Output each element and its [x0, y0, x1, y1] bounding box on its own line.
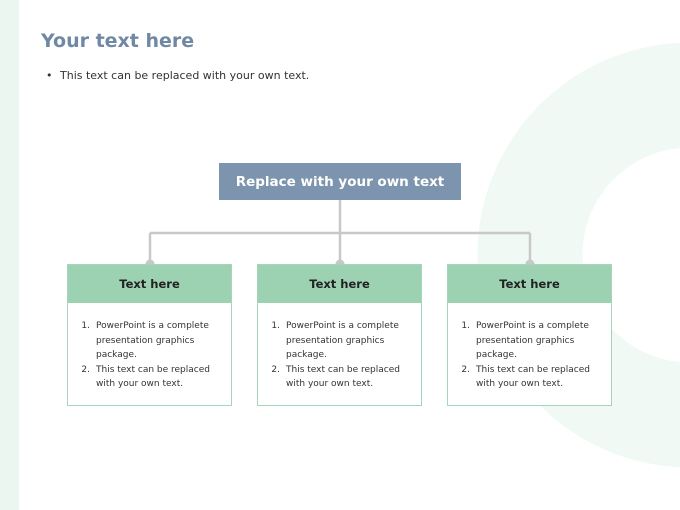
card-center: Text here 1. PowerPoint is a complete pr… [257, 264, 422, 406]
list-text: PowerPoint is a complete presentation gr… [476, 321, 589, 360]
card-header: Text here [68, 265, 231, 303]
list-item: 1. PowerPoint is a complete presentation… [76, 319, 223, 363]
list-number: 2. [461, 364, 470, 375]
list-item: 2. This text can be replaced with your o… [456, 363, 603, 392]
card-body: 1. PowerPoint is a complete presentation… [68, 303, 231, 392]
card-left: Text here 1. PowerPoint is a complete pr… [67, 264, 232, 406]
list-text: PowerPoint is a complete presentation gr… [96, 321, 209, 360]
list-text: PowerPoint is a complete presentation gr… [286, 321, 399, 360]
card-heading: Text here [499, 277, 560, 291]
left-accent-strip [0, 0, 19, 510]
card-right: Text here 1. PowerPoint is a complete pr… [447, 264, 612, 406]
bullet-dot: • [46, 69, 53, 82]
top-node-label: Replace with your own text [235, 173, 445, 190]
card-heading: Text here [119, 277, 180, 291]
card-body: 1. PowerPoint is a complete presentation… [258, 303, 421, 392]
bullet-text: This text can be replaced with your own … [60, 69, 310, 82]
slide-title: Your text here [41, 30, 195, 52]
list-item: 1. PowerPoint is a complete presentation… [266, 319, 413, 363]
list-number: 1. [461, 321, 470, 331]
list-number: 1. [271, 321, 280, 331]
list-item: 2. This text can be replaced with your o… [266, 363, 413, 392]
card-header: Text here [448, 265, 611, 303]
list-text: This text can be replaced with your own … [476, 364, 590, 390]
list-item: 1. PowerPoint is a complete presentation… [456, 319, 603, 363]
card-header: Text here [258, 265, 421, 303]
list-number: 2. [271, 364, 280, 375]
bullet-text-line: • This text can be replaced with your own… [46, 69, 309, 82]
list-text: This text can be replaced with your own … [286, 364, 400, 390]
list-text: This text can be replaced with your own … [96, 364, 210, 390]
list-number: 1. [81, 321, 90, 331]
list-item: 2. This text can be replaced with your o… [76, 363, 223, 392]
list-number: 2. [81, 364, 90, 375]
card-body: 1. PowerPoint is a complete presentation… [448, 303, 611, 392]
card-heading: Text here [309, 277, 370, 291]
top-node-box: Replace with your own text [219, 163, 461, 200]
